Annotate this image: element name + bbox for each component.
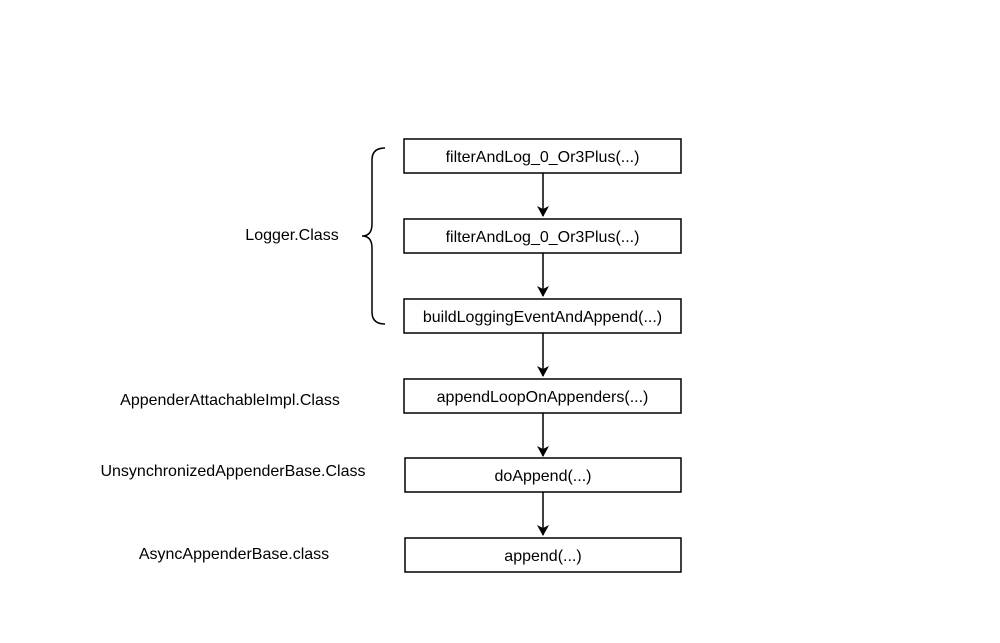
node-append[interactable]: append(...) xyxy=(404,537,682,573)
node-filter-and-log-1[interactable]: filterAndLog_0_Or3Plus(...) xyxy=(403,138,682,174)
node-label: filterAndLog_0_Or3Plus(...) xyxy=(446,229,640,246)
node-label: filterAndLog_0_Or3Plus(...) xyxy=(446,149,640,166)
logger-group-brace xyxy=(361,147,386,325)
unsync-appender-class-label: UnsynchronizedAppenderBase.Class xyxy=(100,463,365,480)
async-appender-class-label: AsyncAppenderBase.class xyxy=(139,546,329,563)
appender-attachable-class-label: AppenderAttachableImpl.Class xyxy=(120,392,340,409)
node-append-loop[interactable]: appendLoopOnAppenders(...) xyxy=(403,378,682,414)
logger-class-label: Logger.Class xyxy=(245,227,338,244)
node-do-append[interactable]: doAppend(...) xyxy=(404,457,682,493)
node-box[interactable] xyxy=(404,457,682,493)
node-box[interactable] xyxy=(403,218,682,254)
node-label: doAppend(...) xyxy=(495,468,592,485)
node-filter-and-log-2[interactable]: filterAndLog_0_Or3Plus(...) xyxy=(403,218,682,254)
node-label: appendLoopOnAppenders(...) xyxy=(437,389,649,406)
node-box[interactable] xyxy=(403,298,682,334)
node-box[interactable] xyxy=(403,378,682,414)
node-build-logging-event[interactable]: buildLoggingEventAndAppend(...) xyxy=(403,298,682,334)
node-box[interactable] xyxy=(404,537,682,573)
node-box[interactable] xyxy=(403,138,682,174)
node-label: buildLoggingEventAndAppend(...) xyxy=(423,309,662,326)
node-label: append(...) xyxy=(504,548,581,565)
